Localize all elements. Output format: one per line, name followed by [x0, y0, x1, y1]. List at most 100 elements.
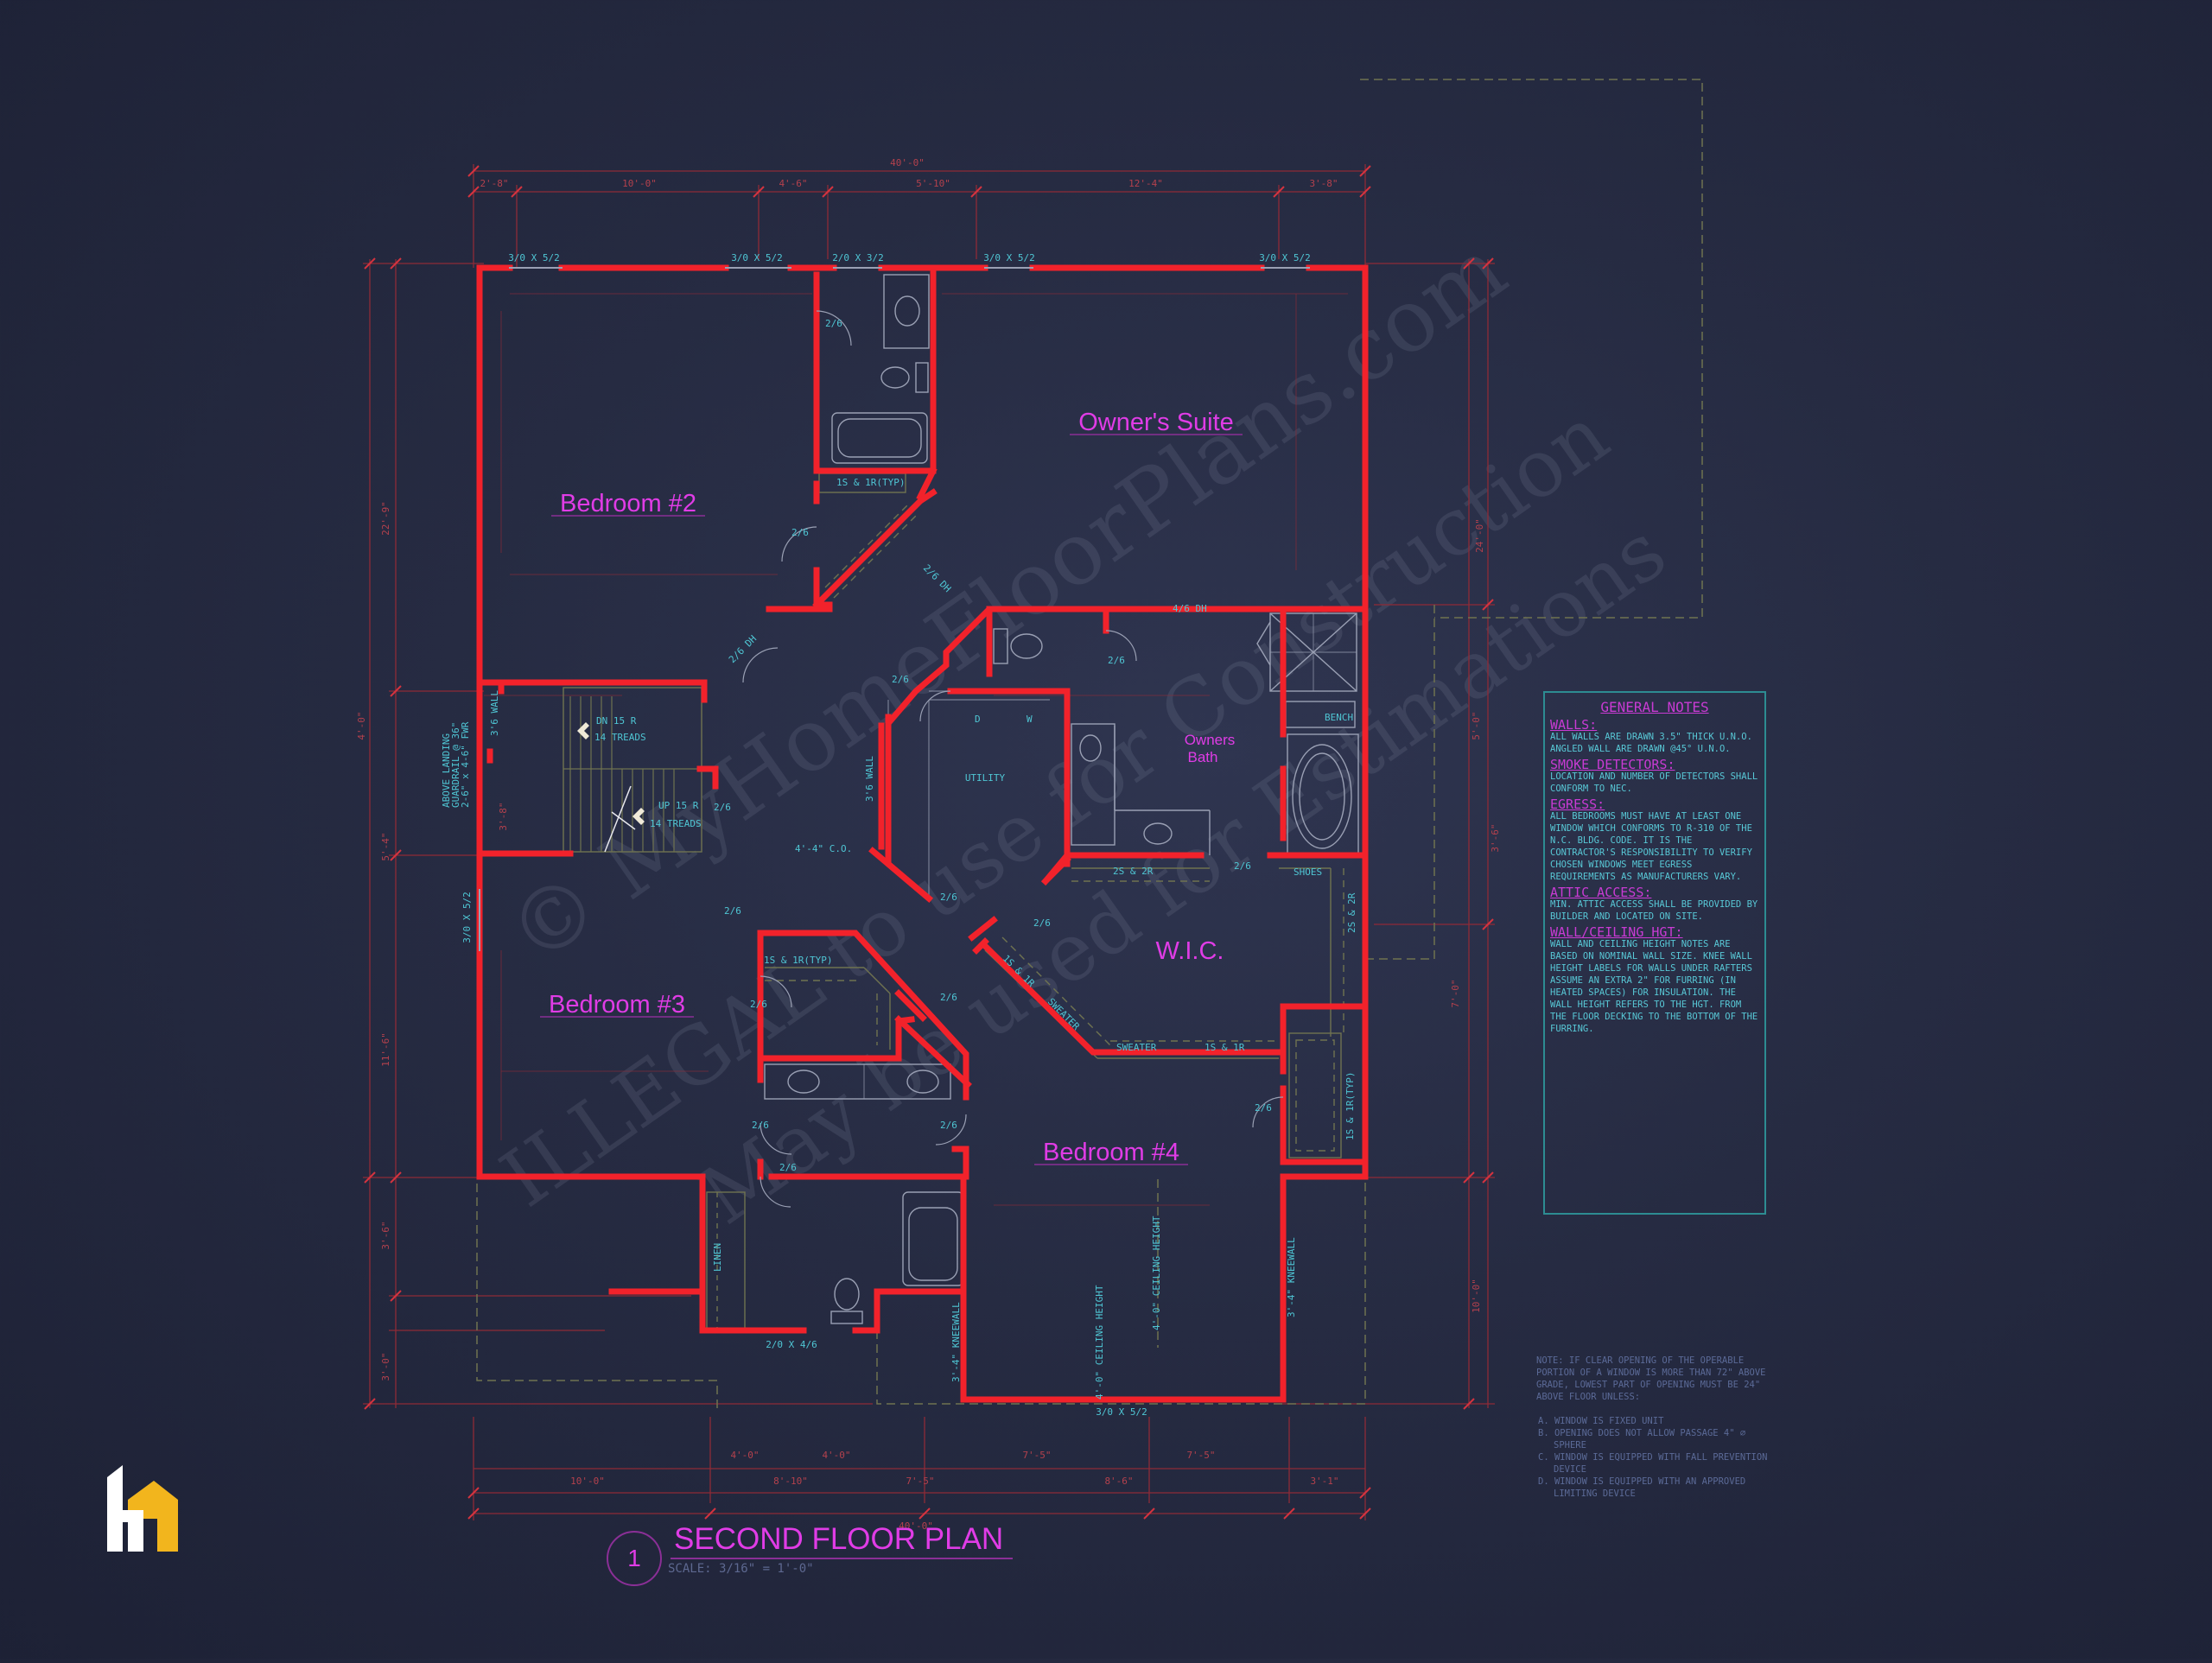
room-bedroom-2: Bedroom #2: [560, 490, 696, 517]
note-sweater-2: SWEATER: [1116, 1042, 1157, 1053]
note-ceiling-1: 4'-0" CEILING HEIGHT: [1094, 1285, 1105, 1400]
door-label-i: 2/6: [1234, 860, 1251, 872]
dim-top-seg-1: 2'-8": [480, 178, 508, 189]
general-notes-section-smoke: SMOKE DETECTORS: LOCATION AND NUMBER OF …: [1550, 759, 1759, 795]
note-landing-3: 2-6" x 4-6" FWR: [460, 721, 471, 808]
note-stairs-down-treads: 14 TREADS: [594, 732, 646, 743]
door-label-n: 2/6: [1255, 1102, 1272, 1114]
note-landing-1: ABOVE LANDING: [441, 733, 452, 808]
door-label-k: 2/6: [940, 992, 957, 1003]
dim-top-seg-6: 3'-8": [1309, 178, 1338, 189]
dim-left-4: 3'-8": [498, 802, 509, 830]
dim-right-1: 24'-0": [1474, 518, 1485, 553]
door-label-m: 2/6: [940, 1120, 957, 1131]
note-washer: W: [1027, 714, 1033, 725]
door-label-e: 2/6: [714, 802, 731, 813]
door-label-d: 2/6: [1108, 655, 1125, 666]
dim-bottom-seg-4: 8'-6": [1104, 1476, 1133, 1487]
note-kneewall-2: 3'-4" KNEEWALL: [1286, 1237, 1297, 1317]
arrow-down-icon: [577, 722, 589, 739]
notes-head-egress: EGRESS:: [1550, 797, 1605, 812]
window-label-2: 3/0 X 5/2: [731, 252, 783, 263]
window-label-7: 2/0 X 4/6: [766, 1339, 817, 1350]
dim-right-5: 10'-0": [1471, 1279, 1482, 1313]
general-notes-section-walls: WALLS: ALL WALLS ARE DRAWN 3.5" THICK U.…: [1550, 719, 1759, 755]
note-shelf-2: 1S & 1R(TYP): [764, 955, 832, 966]
note-shelf-3: 2S & 2R: [1113, 866, 1154, 877]
window-labels: 3/0 X 5/2 3/0 X 5/2 2/0 X 3/2 3/0 X 5/2 …: [461, 252, 1311, 1418]
note-kneewall-1: 3'-4" KNEEWALL: [950, 1302, 962, 1382]
room-bedroom-4: Bedroom #4: [1043, 1139, 1179, 1166]
dim-bottom-inner-3: 7'-5": [1022, 1450, 1051, 1461]
notes-head-height: WALL/CEILING HGT:: [1550, 924, 1683, 940]
room-labels: Owner's Suite Bedroom #2 Bedroom #3 Bedr…: [540, 409, 1243, 1166]
note-shelf-4: 1S & 1R: [1205, 1042, 1245, 1053]
room-owners-bath-2: Bath: [1188, 749, 1218, 765]
notes-body-height: WALL AND CEILING HEIGHT NOTES ARE BASED …: [1550, 939, 1758, 1034]
window-label-4: 3/0 X 5/2: [983, 252, 1035, 263]
room-wic: W.I.C.: [1156, 937, 1224, 965]
window-label-6: 3/0 X 5/2: [461, 892, 473, 943]
plan-title: SECOND FLOOR PLAN: [674, 1522, 1004, 1556]
dim-overall-top: 40'-0": [890, 157, 925, 168]
note-shelf-6: 1S & 1R(TYP): [1344, 1072, 1356, 1140]
note-stairs-up: UP 15 R: [658, 800, 699, 811]
dim-bottom-inner-1: 4'-0": [730, 1450, 759, 1461]
watermark: © MyHomeFloorPlans.com ILLEGAL to use fo…: [485, 219, 1681, 1242]
note-shelf-1: 1S & 1R(TYP): [836, 477, 905, 488]
dim-bottom-inner-2: 4'-0": [822, 1450, 850, 1461]
note-shoes: SHOES: [1294, 866, 1322, 878]
room-owners-bath-1: Owners: [1185, 732, 1236, 748]
dim-left-1: 22'-9": [380, 501, 391, 536]
general-notes-section-height: WALL/CEILING HGT: WALL AND CEILING HEIGH…: [1550, 926, 1759, 1035]
dim-top-seg-5: 12'-4": [1128, 178, 1163, 189]
note-ceiling-2: 4'-0" CEILING HEIGHT: [1151, 1216, 1162, 1330]
general-notes-box: GENERAL NOTES WALLS: ALL WALLS ARE DRAWN…: [1543, 691, 1766, 1215]
dimension-texts: 40'-0" 2'-8" 10'-0" 4'-6" 5'-10" 12'-4" …: [356, 157, 1501, 1532]
dim-right-2: 5'-0": [1471, 711, 1482, 739]
door-label-j: 2/6: [750, 999, 767, 1010]
notes-body-egress: ALL BEDROOMS MUST HAVE AT LEAST ONE WIND…: [1550, 811, 1752, 882]
notes-head-attic: ATTIC ACCESS:: [1550, 885, 1652, 900]
note-wall-1: 3'6 WALL: [489, 690, 500, 736]
window-note-item-a: A. WINDOW IS FIXED UNIT: [1538, 1416, 1664, 1426]
door-label-h: 2/6: [1033, 917, 1051, 929]
door-label-c: 2/6: [892, 674, 909, 685]
vanity-top: [883, 274, 930, 349]
room-bedroom-3: Bedroom #3: [549, 991, 685, 1019]
notes-head-smoke: SMOKE DETECTORS:: [1550, 757, 1675, 772]
door-label-dh2: 2/6 DH: [727, 633, 759, 665]
note-dryer: D: [975, 714, 981, 725]
general-notes-title: GENERAL NOTES: [1600, 699, 1709, 715]
door-swings: [742, 310, 1284, 1208]
dim-top-seg-3: 4'-6": [779, 178, 807, 189]
window-label-8: 3/0 X 5/2: [1096, 1406, 1147, 1418]
general-notes-section-attic: ATTIC ACCESS: MIN. ATTIC ACCESS SHALL BE…: [1550, 886, 1759, 923]
window-label-3: 2/0 X 3/2: [832, 252, 884, 263]
door-label-o: 2/6: [779, 1162, 797, 1173]
arrow-up-icon: [632, 808, 645, 825]
window-note-item-c: C. WINDOW IS EQUIPPED WITH FALL PREVENTI…: [1538, 1452, 1768, 1475]
roof-outline: [476, 79, 1703, 1408]
dim-top-seg-4: 5'-10": [916, 178, 950, 189]
dim-bottom-seg-3: 7'-5": [906, 1476, 934, 1487]
dim-bottom-seg-2: 8'-10": [773, 1476, 808, 1487]
plan-number-bubble: 1: [607, 1531, 662, 1586]
dim-bottom-inner-4: 7'-5": [1186, 1450, 1215, 1461]
dim-left-5: 11'-6": [380, 1032, 391, 1067]
dim-left-2: 4'-0": [356, 711, 367, 739]
dim-overall-bottom: 40'-0": [899, 1520, 933, 1532]
plan-title-underline: [671, 1558, 1013, 1559]
dim-bottom-seg-1: 10'-0": [570, 1476, 605, 1487]
note-shelf-5: 2S & 2R: [1346, 892, 1357, 933]
door-label-b: 2/6: [791, 527, 809, 538]
fixtures: [563, 274, 1359, 1331]
dimension-lines: [363, 164, 1495, 1520]
brand-logo-icon: [107, 1465, 178, 1552]
window-label-5: 3/0 X 5/2: [1259, 252, 1311, 263]
window-note-intro: NOTE: IF CLEAR OPENING OF THE OPERABLE P…: [1536, 1355, 1766, 1402]
walls: [476, 264, 1369, 1403]
dim-right-3: 3'-6": [1490, 823, 1501, 852]
